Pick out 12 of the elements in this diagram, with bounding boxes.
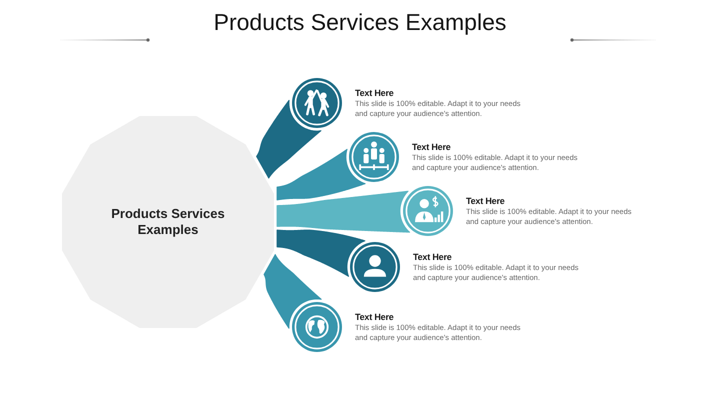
item-heading: Text Here — [355, 312, 394, 323]
slide-title: Products Services Examples — [214, 8, 506, 36]
item-heading: Text Here — [466, 196, 505, 207]
ribbon-connector — [276, 148, 366, 200]
item-heading: Text Here — [355, 88, 394, 99]
ribbon-connector — [256, 100, 322, 179]
item-heading: Text Here — [412, 142, 451, 153]
center-label: Products Services Examples — [110, 206, 226, 238]
ribbon-connector — [264, 254, 322, 329]
item-heading: Text Here — [413, 252, 452, 263]
ribbon-connector — [276, 230, 366, 277]
ribbon-connector — [276, 190, 410, 233]
